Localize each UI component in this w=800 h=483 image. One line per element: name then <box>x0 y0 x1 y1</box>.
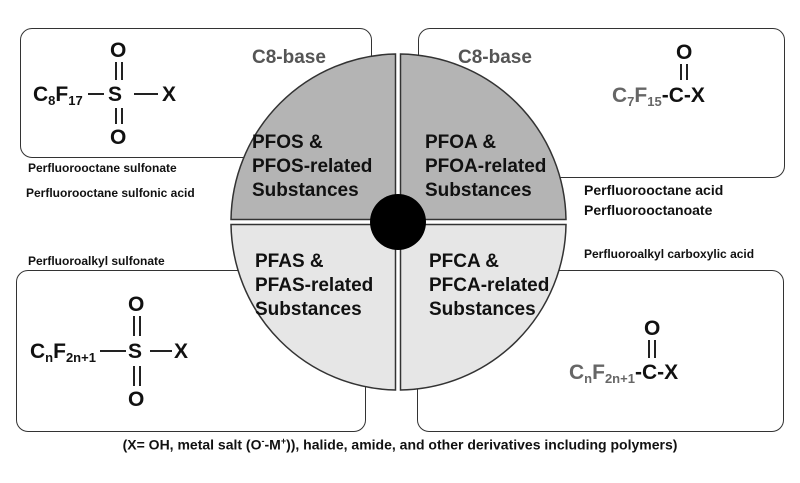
pfas-label-sulfonate: Perfluoroalkyl sulfonate <box>28 254 165 268</box>
pfos-oxygen-top: O <box>110 39 127 62</box>
pfca-oxygen: O <box>644 317 661 340</box>
pfoa-quadrant <box>399 53 567 221</box>
pfoa-oxygen: O <box>676 41 693 64</box>
pfos-label-sulfonate: Perfluorooctane sulfonate <box>28 161 177 175</box>
pfos-c8-base-label: C8-base <box>252 47 326 68</box>
pfca-quadrant <box>399 223 567 391</box>
pfoa-label-acid: Perfluorooctane acid <box>584 182 724 198</box>
pfas-formula: CnF2n+1 <box>30 340 96 365</box>
pfas-x-group: X <box>174 340 189 363</box>
pfca-label-carboxylic-acid: Perfluoroalkyl carboxylic acid <box>584 247 755 261</box>
x-group-footnote: (X= OH, metal salt (O--M+)), halide, ami… <box>122 436 678 453</box>
pfas-sulfur: S <box>128 340 143 363</box>
pfca-formula: CnF2n+1-C-X <box>569 361 679 386</box>
pfoa-c8-base-label: C8-base <box>458 47 532 68</box>
pfoa-formula: C7F15-C-X <box>612 84 705 109</box>
pfas-quadrant <box>230 223 397 391</box>
pfoa-label-octanoate: Perfluorooctanoate <box>584 202 713 218</box>
center-dot <box>370 194 426 250</box>
pfos-formula: C8F17 <box>33 83 83 108</box>
pfos-quadrant <box>230 53 397 221</box>
pfos-label-sulfonic-acid: Perfluorooctane sulfonic acid <box>26 186 195 200</box>
pfos-oxygen-bottom: O <box>110 126 127 149</box>
pfas-oxygen-bottom: O <box>128 388 145 411</box>
pfos-sulfur: S <box>108 83 123 106</box>
pfos-x-group: X <box>162 83 177 106</box>
pfas-oxygen-top: O <box>128 293 145 316</box>
